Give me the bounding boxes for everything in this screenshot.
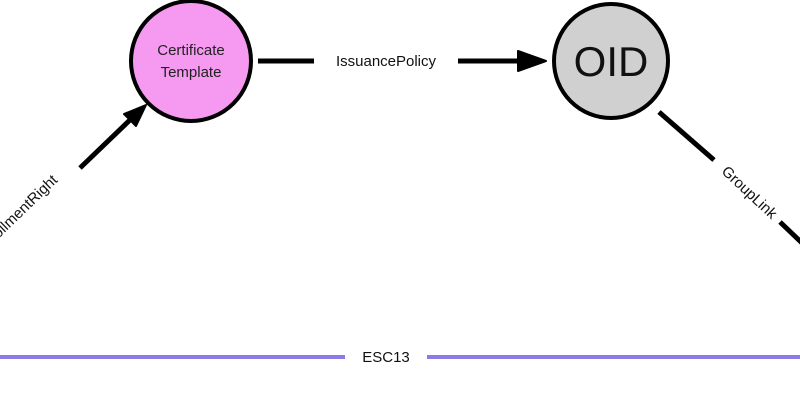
oid-label: OID xyxy=(574,38,649,85)
issuance-policy-edge: IssuancePolicy xyxy=(258,50,547,72)
esc13-edge: ESC13 xyxy=(0,349,800,366)
certificate-template-circle xyxy=(129,0,253,123)
enrollment-right-line-upper xyxy=(78,117,133,170)
enrollment-right-edge: EnrollmentRight xyxy=(0,104,147,258)
group-link-label: GroupLink xyxy=(718,163,781,223)
certificate-template-node[interactable]: Certificate Template xyxy=(129,0,253,123)
issuance-policy-label: IssuancePolicy xyxy=(336,53,437,70)
oid-circle xyxy=(552,2,670,120)
group-link-line-lower xyxy=(778,220,800,245)
certificate-template-label-line1: Certificate xyxy=(157,42,225,59)
certificate-template-label-line2: Template xyxy=(161,64,222,81)
esc13-label: ESC13 xyxy=(362,349,410,366)
enrollment-right-label: EnrollmentRight xyxy=(0,171,62,258)
oid-node[interactable]: OID xyxy=(552,2,670,120)
group-link-edge: GroupLink xyxy=(657,110,800,245)
enrollment-right-arrowhead xyxy=(123,104,147,127)
group-link-line-upper xyxy=(657,110,716,162)
issuance-policy-arrowhead xyxy=(517,50,547,72)
